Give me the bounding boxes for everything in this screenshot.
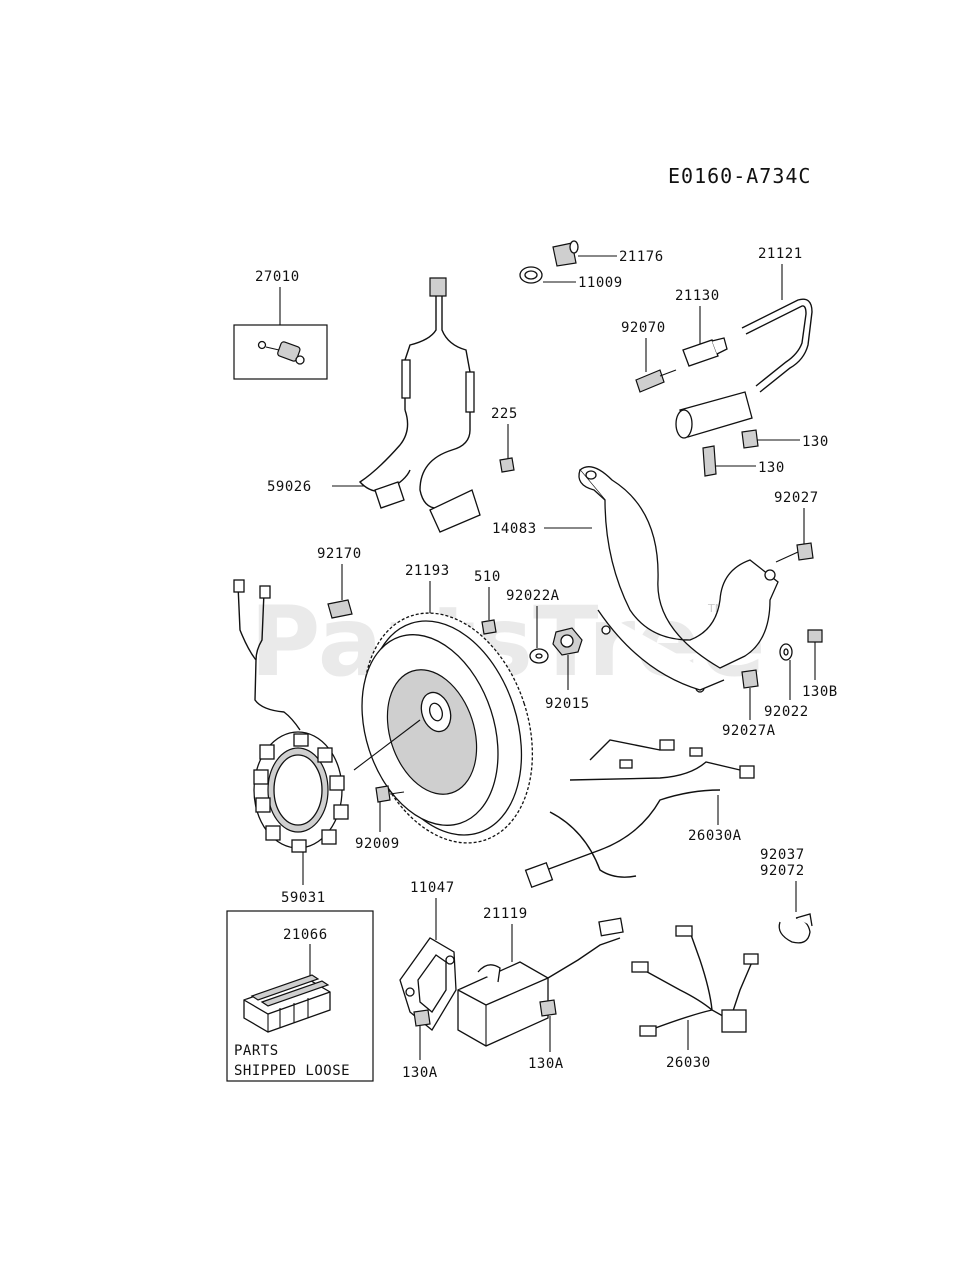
- label-92027A: 92027A: [722, 723, 776, 739]
- label-59026: 59026: [267, 479, 312, 495]
- label-130-lower: 130: [758, 460, 785, 476]
- label-21193: 21193: [405, 563, 450, 579]
- loose-parts-line2: SHIPPED LOOSE: [234, 1063, 350, 1079]
- part-11009-oring: [519, 266, 576, 284]
- part-130A-bolt-left: [413, 1009, 431, 1060]
- part-27010-assembly: [233, 287, 328, 380]
- label-92027: 92027: [774, 490, 819, 506]
- label-26030: 26030: [666, 1055, 711, 1071]
- label-26030A: 26030A: [688, 828, 742, 844]
- label-92015: 92015: [545, 696, 590, 712]
- part-92070-spark-plug: [635, 369, 677, 393]
- part-21193-flywheel: [361, 612, 534, 844]
- part-92015-nut: [552, 627, 583, 690]
- loose-parts-line1: PARTS: [234, 1043, 279, 1059]
- ignition-coil: [675, 391, 800, 477]
- label-59031: 59031: [281, 890, 326, 906]
- part-59026-pulser-coil: [358, 277, 481, 533]
- label-92037: 92037: [760, 847, 805, 863]
- label-225: 225: [491, 406, 518, 422]
- label-21121: 21121: [758, 246, 803, 262]
- label-92072: 92072: [760, 863, 805, 879]
- part-92022A-washer: [529, 648, 549, 664]
- label-92022A: 92022A: [506, 588, 560, 604]
- part-21119-regulator: [457, 917, 624, 1047]
- label-130B: 130B: [802, 684, 838, 700]
- label-510: 510: [474, 569, 501, 585]
- part-92009-bolt: [375, 785, 405, 832]
- part-14083-flywheel-cover: [578, 466, 779, 693]
- part-92027-collar: [796, 542, 814, 561]
- part-21130-cap: [682, 337, 728, 367]
- part-130B-bolt: [807, 629, 823, 680]
- part-21066-rectifier: [243, 974, 331, 1033]
- label-14083: 14083: [492, 521, 537, 537]
- part-92027A-collar: [741, 669, 759, 720]
- part-92022-washer: [779, 643, 793, 700]
- label-11009: 11009: [578, 275, 623, 291]
- label-21066: 21066: [283, 927, 328, 943]
- part-11047-bracket: [399, 937, 457, 1031]
- label-130-upper: 130: [802, 434, 829, 450]
- part-510-key: [481, 619, 497, 635]
- label-21130: 21130: [675, 288, 720, 304]
- part-59031-stator: [233, 579, 349, 853]
- part-130A-bolt-right: [539, 999, 557, 1052]
- label-130A-right: 130A: [528, 1056, 564, 1072]
- label-130A-left: 130A: [402, 1065, 438, 1081]
- label-92170: 92170: [317, 546, 362, 562]
- diagram-code: E0160-A734C: [668, 164, 811, 188]
- label-21176: 21176: [619, 249, 664, 265]
- part-26030A-harness: [524, 739, 755, 889]
- part-225-screw: [499, 457, 515, 473]
- part-92037-clip: [778, 913, 813, 944]
- part-26030-harness: [631, 925, 759, 1037]
- label-92070: 92070: [621, 320, 666, 336]
- label-92009: 92009: [355, 836, 400, 852]
- label-11047: 11047: [410, 880, 455, 896]
- part-21121-lead: [741, 298, 813, 393]
- label-21119: 21119: [483, 906, 528, 922]
- part-21176-plug: [552, 240, 617, 267]
- label-92022: 92022: [764, 704, 809, 720]
- loose-parts-box: [226, 910, 374, 1082]
- part-92170-clamp: [327, 599, 353, 619]
- label-27010: 27010: [255, 269, 300, 285]
